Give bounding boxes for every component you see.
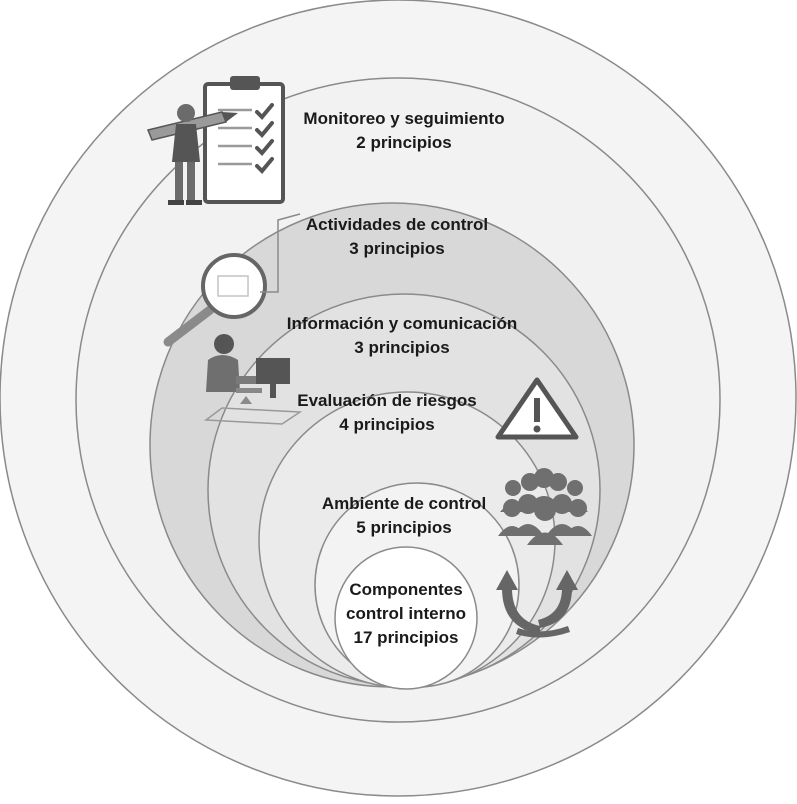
label-evaluacion-title: Evaluación de riesgos <box>297 391 477 410</box>
person-at-computer-icon <box>203 334 303 425</box>
warning-triangle-icon <box>495 377 579 440</box>
label-monitoreo-subtitle: 2 principios <box>356 133 452 152</box>
clipboard-checklist-icon <box>203 76 285 204</box>
cycle-arrows-icon <box>496 570 578 638</box>
label-actividades: Actividades de control 3 principios <box>306 213 488 261</box>
magnifying-glass-icon <box>163 213 301 347</box>
label-informacion-subtitle: 3 principios <box>354 338 450 357</box>
label-monitoreo: Monitoreo y seguimiento 2 principios <box>303 107 504 155</box>
core-circle <box>334 546 478 690</box>
label-actividades-subtitle: 3 principios <box>349 239 445 258</box>
label-core-line2: control interno <box>346 604 466 623</box>
label-actividades-title: Actividades de control <box>305 215 489 234</box>
label-evaluacion: Evaluación de riesgos 4 principios <box>297 389 477 437</box>
label-ambiente-subtitle: 5 principios <box>356 518 452 537</box>
label-ambiente-title: Ambiente de control <box>321 494 487 513</box>
people-group-icon <box>498 468 592 545</box>
label-monitoreo-title: Monitoreo y seguimiento <box>303 109 505 128</box>
label-informacion: Información y comunicación 3 principios <box>287 312 518 360</box>
label-core-line3: 17 principios <box>353 628 459 647</box>
person-with-pencil-icon <box>146 104 238 205</box>
label-informacion-title: Información y comunicación <box>286 314 518 333</box>
label-core-line1: Componentes <box>349 580 463 599</box>
label-ambiente: Ambiente de control 5 principios <box>322 492 486 540</box>
label-core: Componentes control interno 17 principio… <box>346 578 466 650</box>
label-evaluacion-subtitle: 4 principios <box>339 415 435 434</box>
